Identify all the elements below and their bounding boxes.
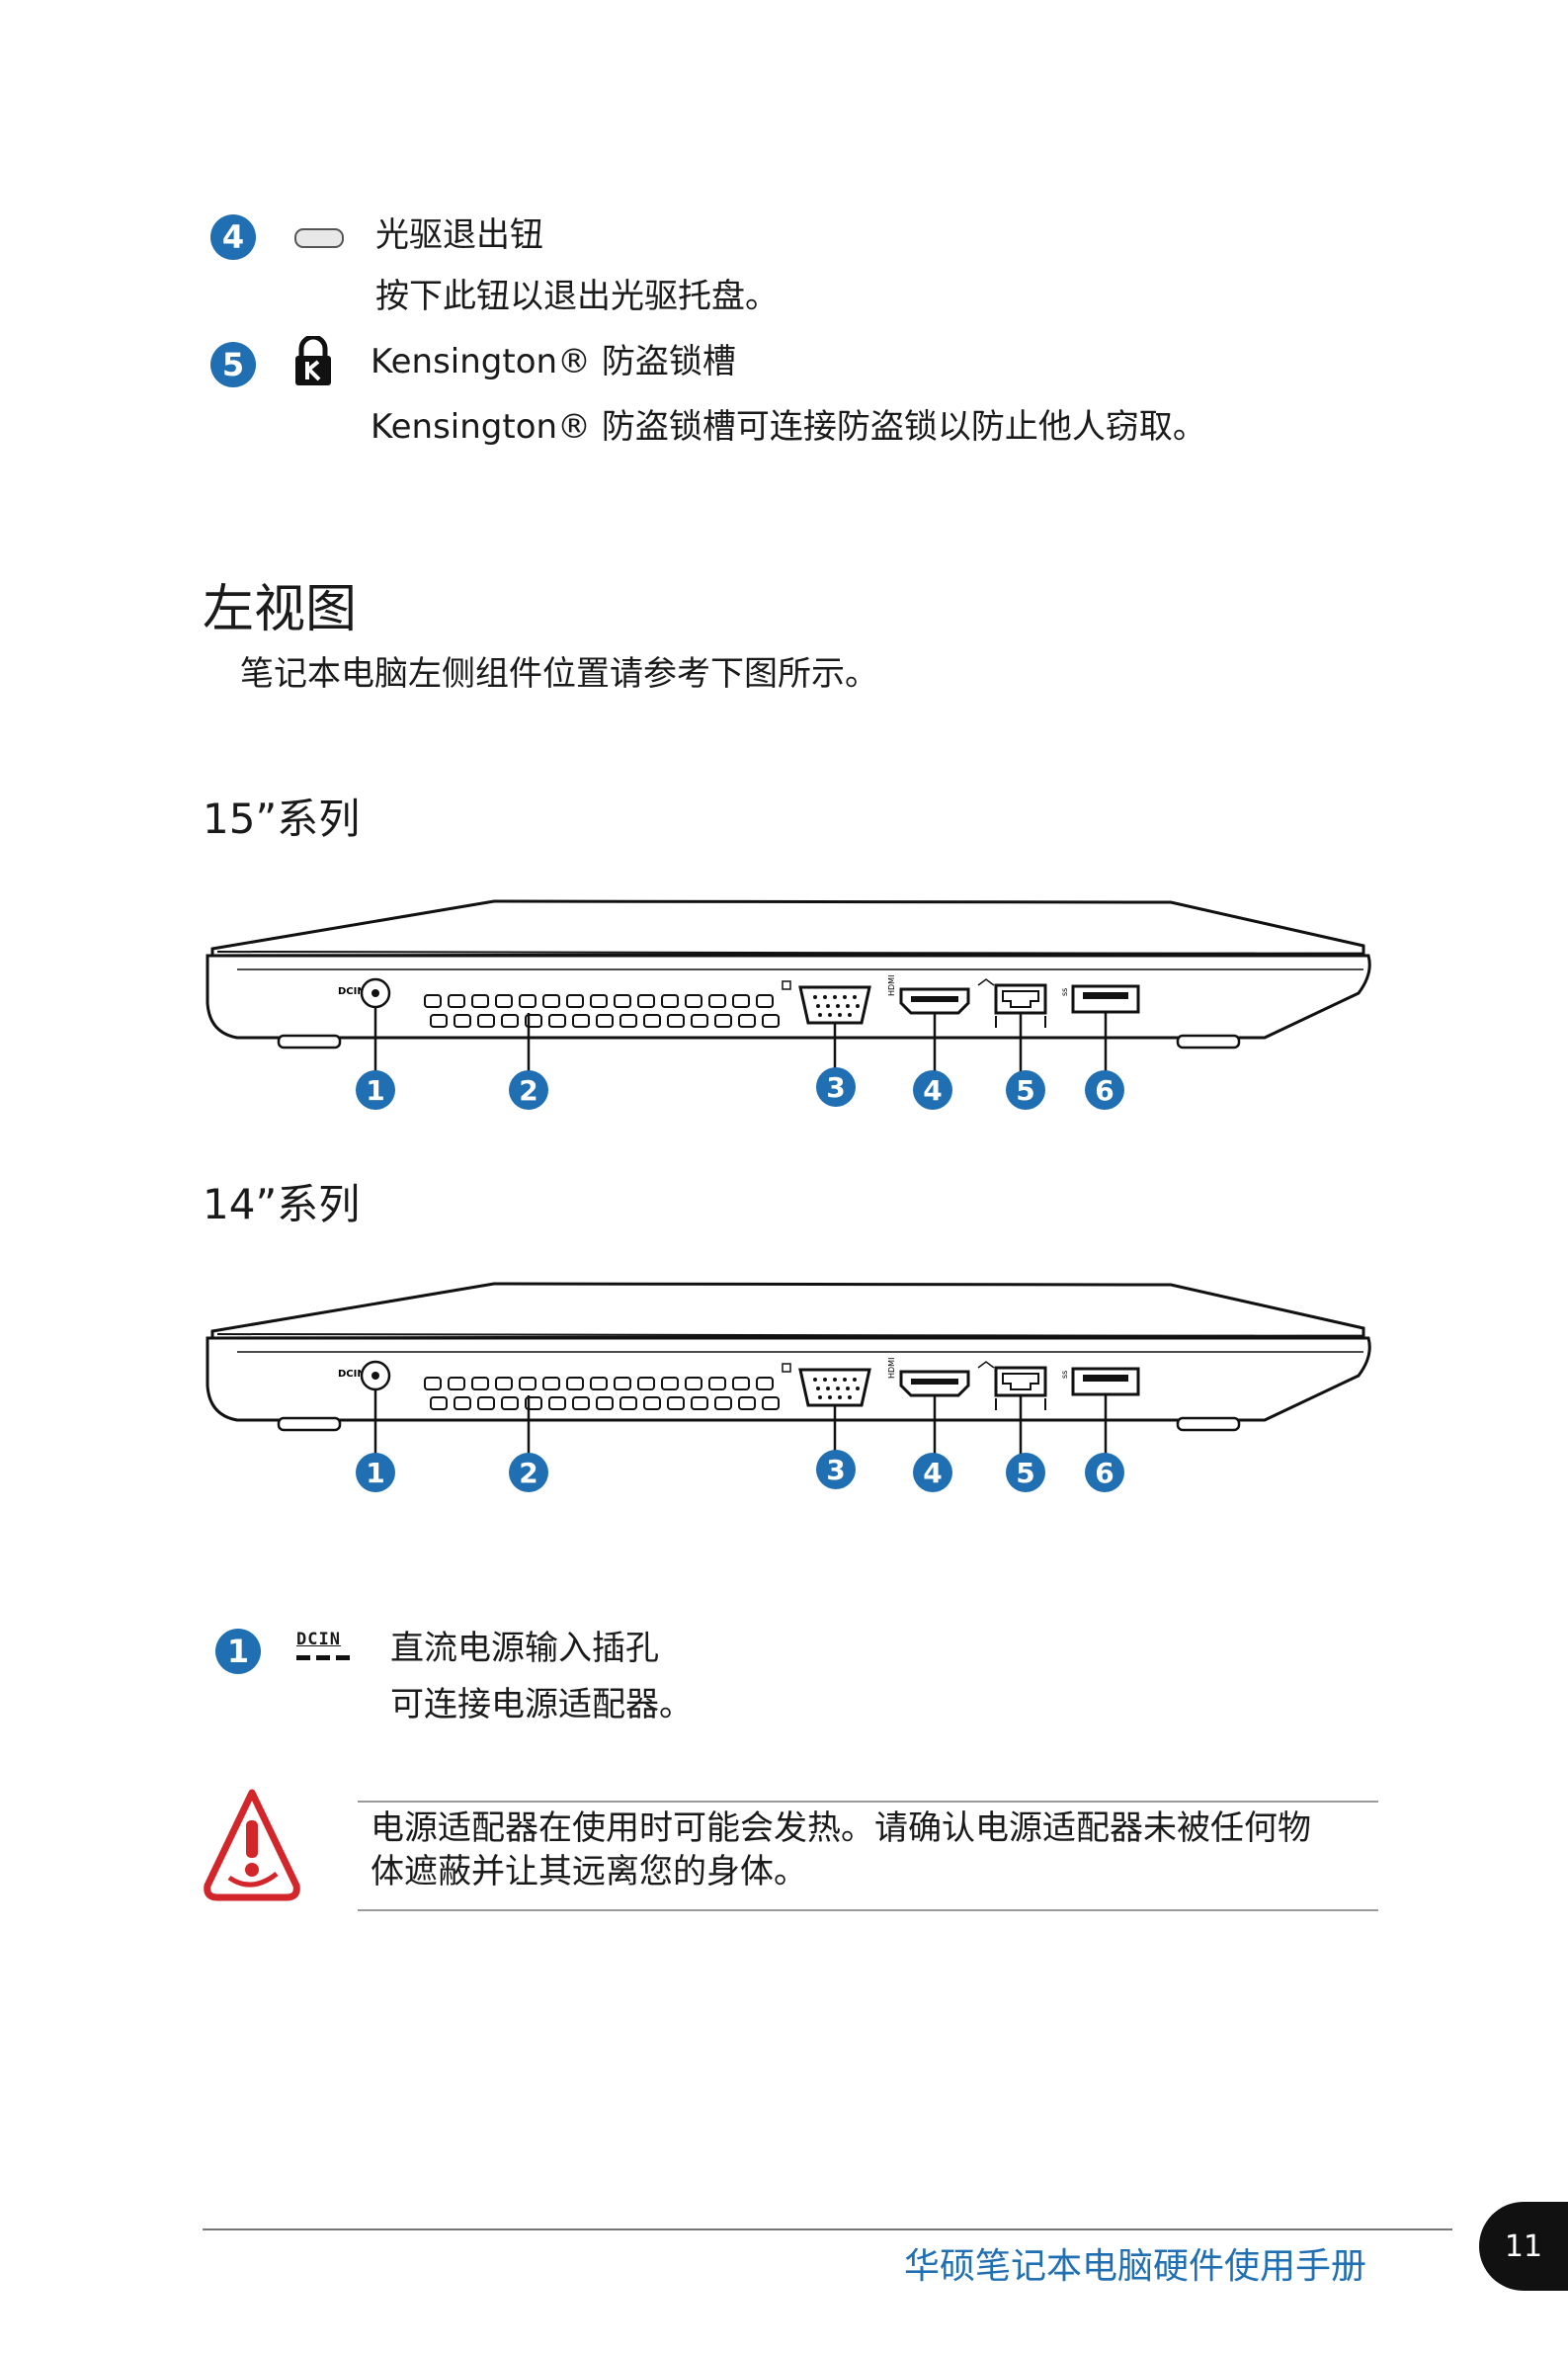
section-intro: 笔记本电脑左侧组件位置请参考下图所示。 <box>240 654 878 694</box>
dcin-port-label: DCIN <box>338 986 366 997</box>
eject-button-icon <box>294 228 344 248</box>
usb-port-label: ss <box>1060 988 1069 996</box>
item-5-title: Kensington® 防盗锁槽 <box>371 342 736 381</box>
dcin-port-label-14: DCIN <box>338 1369 366 1380</box>
item-1-desc: 可连接电源适配器。 <box>390 1685 693 1724</box>
warning-line-1: 电源适配器在使用时可能会发热。请确认电源适配器未被任何物 <box>371 1808 1311 1848</box>
item-5-badge: 5 <box>210 342 256 387</box>
callout-15-4: 4 <box>913 1070 952 1110</box>
footer-rule <box>203 2228 1452 2230</box>
callout-14-2: 2 <box>509 1453 548 1492</box>
callout-14-6: 6 <box>1085 1453 1124 1492</box>
item-4-badge: 4 <box>210 214 256 260</box>
item-1-badge: 1 <box>215 1629 261 1674</box>
section-title: 左视图 <box>203 580 358 639</box>
callout-15-5: 5 <box>1006 1070 1045 1110</box>
callout-14-3: 3 <box>816 1450 856 1489</box>
callout-15-3: 3 <box>816 1067 856 1107</box>
dcin-icon-text: DCIN <box>296 1630 341 1649</box>
kensington-lock-icon <box>292 334 334 387</box>
footer-title: 华硕笔记本电脑硬件使用手册 <box>904 2246 1367 2287</box>
laptop-left-side-diagram-14: DCIN HDMI <box>198 1277 1383 1514</box>
page-number: 11 <box>1479 2202 1568 2291</box>
series-15-label: 15”系列 <box>203 795 361 843</box>
warning-bottom-rule <box>358 1909 1378 1911</box>
warning-top-rule <box>358 1801 1378 1803</box>
callout-14-4: 4 <box>913 1453 952 1492</box>
laptop-left-side-diagram-15: DCIN HDM <box>198 894 1383 1132</box>
laptop-14-svg: DCIN HDMI <box>206 1282 1371 1470</box>
item-4-title: 光驱退出钮 <box>375 215 543 255</box>
usb-port-label-14: ss <box>1060 1371 1069 1379</box>
warning-icon <box>200 1787 304 1905</box>
item-1-title: 直流电源输入插孔 <box>390 1629 659 1668</box>
callout-14-5: 5 <box>1006 1453 1045 1492</box>
callout-15-2: 2 <box>509 1070 548 1110</box>
item-5-desc: Kensington® 防盗锁槽可连接防盗锁以防止他人窃取。 <box>371 407 1206 447</box>
item-4-desc: 按下此钮以退出光驱托盘。 <box>375 277 779 316</box>
dcin-icon: DCIN <box>296 1629 354 1672</box>
callout-15-1: 1 <box>356 1070 395 1110</box>
series-14-label: 14”系列 <box>203 1180 361 1228</box>
laptop-15-svg: DCIN HDM <box>206 899 1371 1087</box>
callout-14-1: 1 <box>356 1453 395 1492</box>
warning-line-2: 体遮蔽并让其远离您的身体。 <box>371 1852 807 1891</box>
hdmi-port-label: HDMI <box>887 975 896 996</box>
callout-15-6: 6 <box>1085 1070 1124 1110</box>
hdmi-port-label-14: HDMI <box>887 1358 896 1379</box>
